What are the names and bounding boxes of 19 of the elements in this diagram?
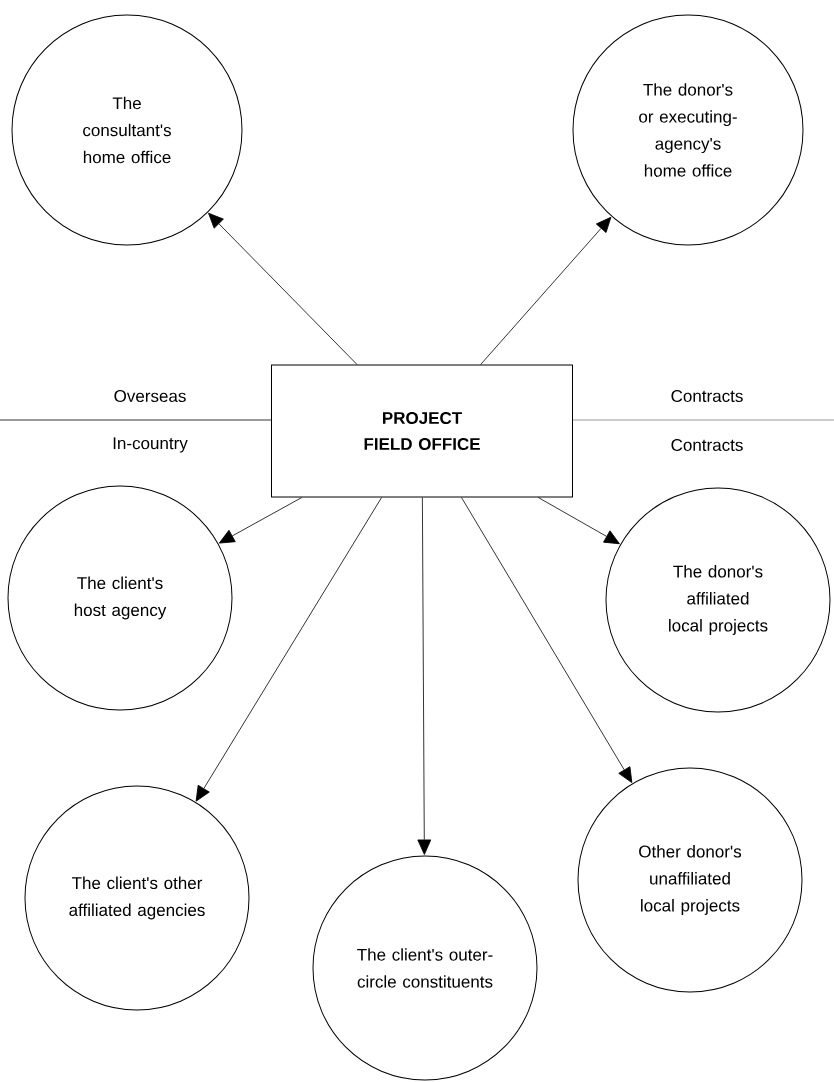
arrow — [417, 497, 432, 855]
circle-node: The donor's affiliated local projects — [605, 487, 831, 713]
region-label: Overseas — [114, 390, 186, 403]
circle-node: The donor's or executing-agency's home office — [572, 14, 804, 246]
arrow — [461, 497, 633, 783]
arrow — [480, 216, 612, 365]
circle-node: The client's other affiliated agencies — [24, 785, 250, 1011]
arrow — [195, 497, 382, 802]
arrow — [537, 497, 620, 545]
arrow — [208, 212, 358, 365]
circle-node: The client's outer-circle constituents — [312, 855, 538, 1081]
circle-node: Other donor's unaffiliated local projects — [577, 767, 803, 993]
office-box: PROJECT FIELD OFFICE — [271, 364, 573, 498]
region-label: Contracts — [671, 390, 743, 403]
region-label: Contracts — [671, 439, 743, 452]
region-label: In-country — [113, 437, 188, 453]
arrow — [218, 497, 303, 544]
circle-node: The consultant's home office — [11, 14, 243, 246]
circle-node: The client's host agency — [7, 485, 233, 711]
